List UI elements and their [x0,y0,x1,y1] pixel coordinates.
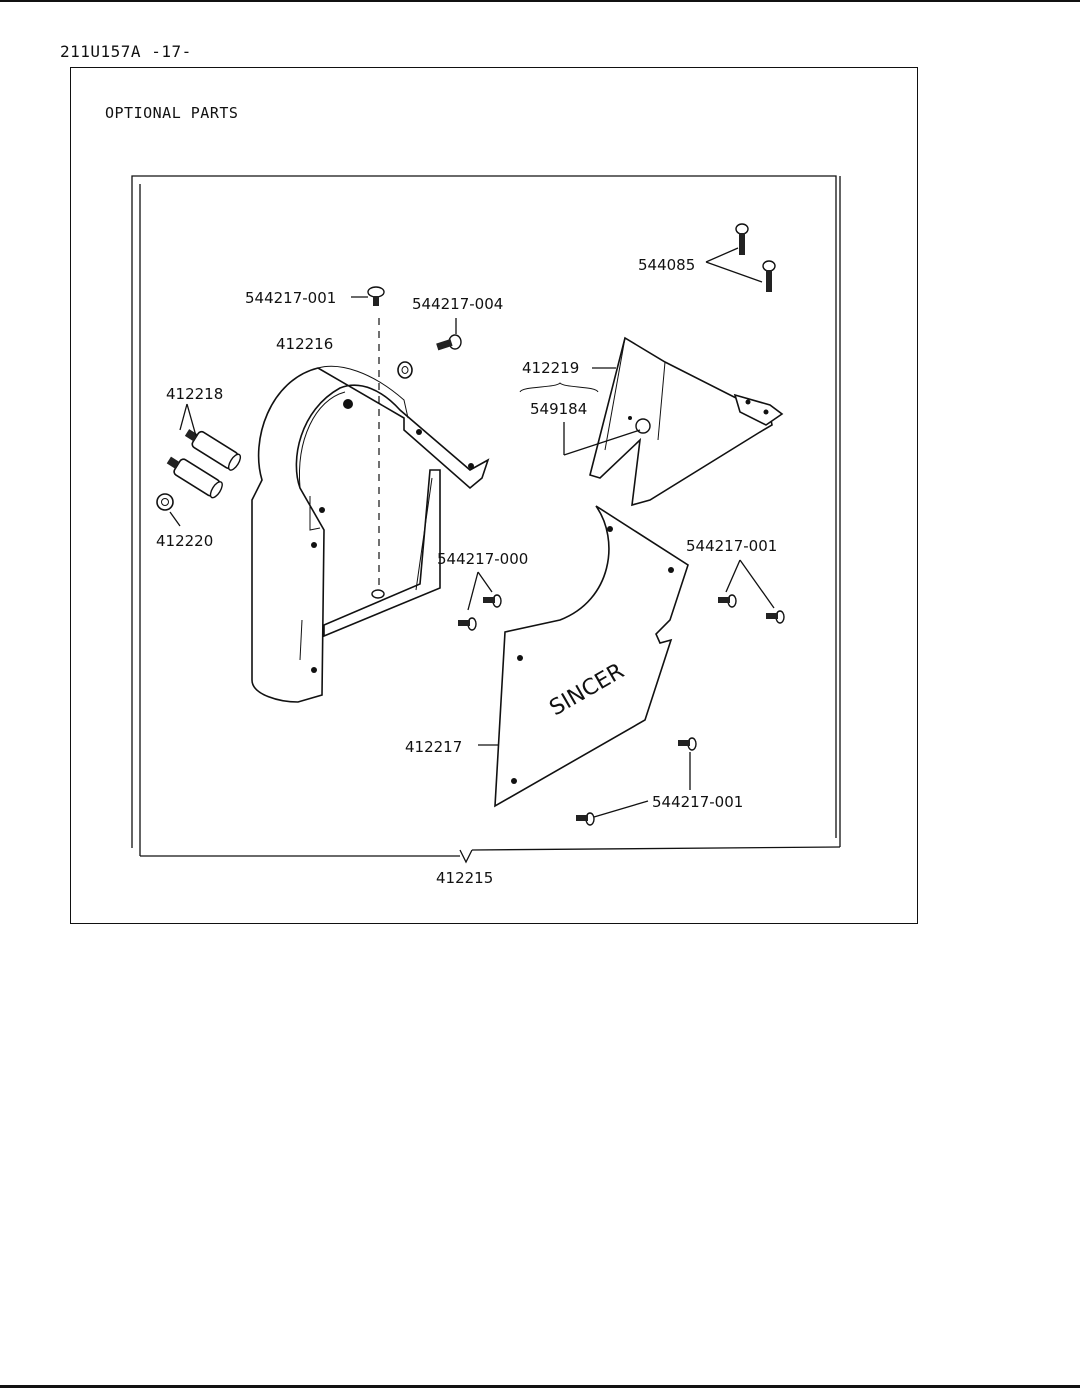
label-544217-004: 544217-004 [412,295,503,313]
label-544217-000: 544217-000 [437,550,528,568]
label-412218: 412218 [166,385,223,403]
label-412219: 412219 [522,359,579,377]
label-412215: 412215 [436,869,493,887]
label-544217-001-right: 544217-001 [686,537,777,555]
bracket-412219 [589,336,784,507]
top-rule [0,0,1080,2]
label-412216: 412216 [276,335,333,353]
screws-544217-001-right [718,559,785,624]
belt-guard-412216 [251,365,490,703]
spacers-412218 [166,403,242,499]
inner-frame-bracket [131,175,841,864]
section-title: OPTIONAL PARTS [105,104,239,122]
bottom-rule [0,1385,1080,1388]
cover-plate-412217 [478,505,689,808]
screw-544217-004 [436,318,462,351]
label-544085: 544085 [638,256,695,274]
nut-412220 [156,493,181,527]
washer [397,361,413,379]
label-549184: 549184 [530,400,587,418]
screws-544217-001-bottom [576,737,697,826]
page-reference: 211U157A -17- [60,42,192,61]
label-412217: 412217 [405,738,462,756]
label-544217-001-bottom: 544217-001 [652,793,743,811]
label-544217-001-top: 544217-001 [245,289,336,307]
screws-544085 [705,223,776,292]
leader-549184 [519,367,641,456]
label-412220: 412220 [156,532,213,550]
screw-544217-001-top [351,286,385,306]
outer-frame [70,67,918,924]
screws-544217-000 [458,571,502,631]
